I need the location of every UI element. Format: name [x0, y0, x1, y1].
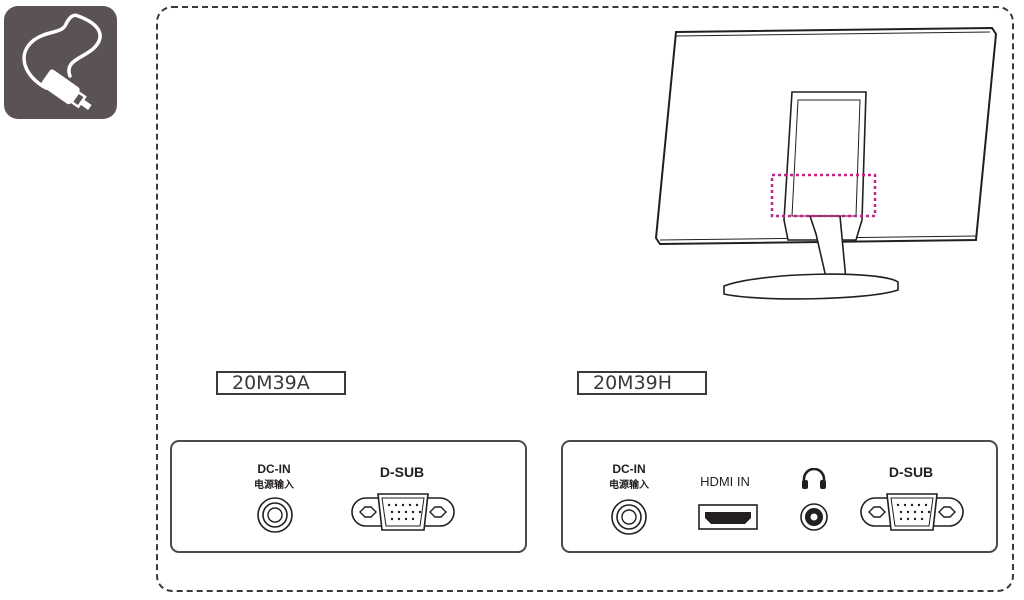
- dsub-title: D-SUB: [379, 464, 425, 480]
- dashed-frame: [156, 6, 1014, 592]
- hdmi-in-title: HDMI IN: [700, 474, 750, 489]
- dc-in-subtitle-right: 电源输入: [609, 480, 649, 491]
- monitor-rear-illustration: [650, 20, 1010, 320]
- dc-in-subtitle: 电源输入: [254, 480, 294, 491]
- headphone-icon: [802, 468, 826, 489]
- dc-in-port-icon-right: [611, 499, 647, 535]
- cable-connection-icon: [4, 6, 117, 119]
- dsub-title-right: D-SUB: [888, 464, 934, 480]
- dc-in-port-icon: [257, 497, 293, 533]
- dsub-port-icon-right: [860, 493, 964, 531]
- model-label-right: 20M39H: [577, 371, 707, 395]
- dc-in-title: DC-IN: [257, 462, 291, 476]
- dsub-port-icon: [351, 493, 455, 531]
- model-label-left: 20M39A: [216, 371, 346, 395]
- hdmi-port-icon: [698, 504, 758, 530]
- port-panel-right: DC-IN 电源输入 HDMI IN D-SUB: [561, 440, 998, 553]
- headphone-jack-icon: [800, 503, 828, 531]
- power-cable-plug-icon: [22, 13, 102, 110]
- port-panel-left: DC-IN 电源输入 D-SUB: [170, 440, 527, 553]
- dc-in-title-right: DC-IN: [612, 462, 646, 476]
